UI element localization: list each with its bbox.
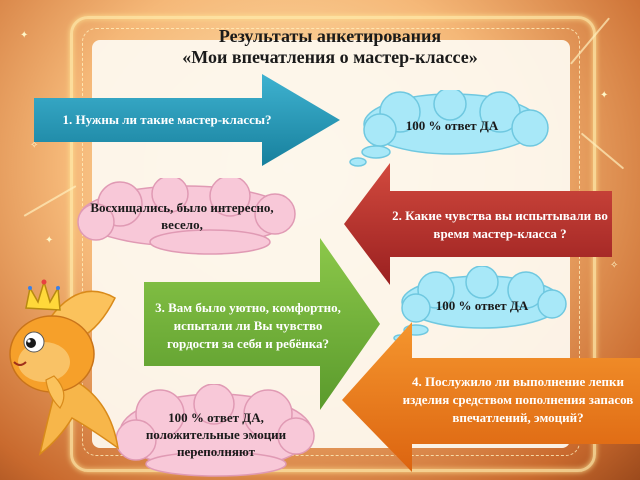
question-2-arrow [344, 163, 612, 285]
title-line-1: Результаты анкетирования [218, 26, 442, 46]
page-title: Результаты анкетирования «Мои впечатлени… [100, 26, 560, 68]
goldfish-with-crown-icon [9, 279, 120, 456]
title-line-2: «Мои впечатления о мастер-классе» [182, 47, 478, 67]
answer-4-label: 100 % ответ ДА, положительные эмоции пер… [145, 409, 287, 459]
sparkle-icon: ✧ [30, 140, 39, 151]
question-2-label: 2. Какие чувства вы испытывали во время … [392, 208, 608, 241]
question-1-label: 1. Нужны ли такие мастер-классы? [62, 112, 272, 127]
sparkle-icon: ✦ [20, 30, 29, 41]
question-4-label: 4. Послужило ли выполнение лепки изделия… [402, 374, 634, 425]
answer-3-cloud [393, 266, 567, 342]
sparkle-icon: ✦ [600, 90, 609, 101]
answer-1-label: 100 % ответ ДА [405, 117, 499, 133]
answer-2-cloud [77, 178, 296, 255]
question-3-label: 3. Вам было уютно, комфортно, испытали л… [155, 300, 341, 351]
question-4-arrow [342, 322, 640, 472]
sparkle-icon: ✧ [610, 260, 619, 271]
sparkle-icon: ✦ [45, 235, 54, 246]
answer-1-cloud [349, 90, 549, 167]
answer-2-label: Восхищались, было интересно, весело, [90, 200, 274, 232]
question-3-arrow [144, 238, 380, 410]
answer-3-label: 100 % ответ ДА [435, 297, 529, 313]
question-1-arrow [34, 74, 340, 166]
answer-4-cloud [115, 384, 315, 477]
